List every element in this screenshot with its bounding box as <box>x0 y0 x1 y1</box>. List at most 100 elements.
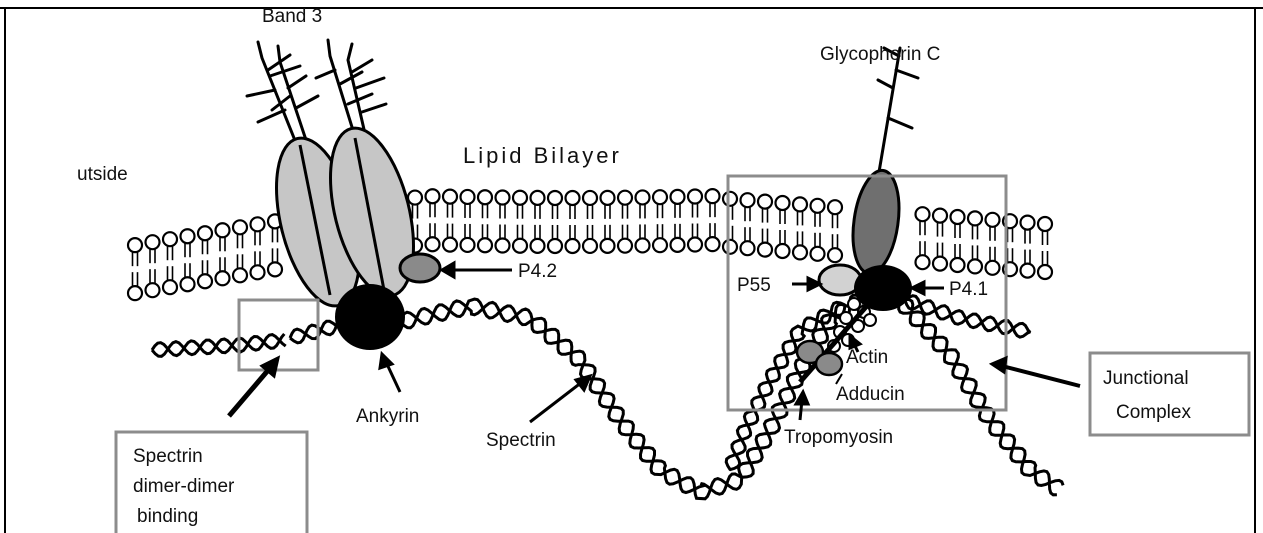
lipid-head <box>933 257 947 271</box>
lipid-head <box>1021 216 1035 230</box>
lipid-head <box>531 191 545 205</box>
lipid-head <box>233 220 247 234</box>
lipid-head <box>181 277 195 291</box>
p42-protein <box>400 254 440 282</box>
label-adducin: Adducin <box>836 384 905 405</box>
lipid-head <box>268 262 282 276</box>
arrow-junctional <box>1002 366 1080 386</box>
label-glycophorin-c: Glycophorin C <box>820 44 940 65</box>
lipid-head <box>251 217 265 231</box>
arrow-dimer <box>229 368 270 416</box>
lipid-head <box>723 240 737 254</box>
spectrin-strand <box>400 295 857 499</box>
lipid-head <box>163 280 177 294</box>
lipid-head <box>688 238 702 252</box>
band3-protein <box>261 120 428 315</box>
lipid-head <box>636 238 650 252</box>
lipid-head <box>216 223 230 237</box>
lipid-head <box>758 195 772 209</box>
lipid-head <box>951 258 965 272</box>
lipid-head <box>478 190 492 204</box>
lipid-head <box>986 261 1000 275</box>
lipid-head <box>1038 265 1052 279</box>
label-tropomyosin: Tropomyosin <box>784 427 893 448</box>
lipid-head <box>128 238 142 252</box>
lipid-head <box>811 199 825 213</box>
lipid-head <box>916 255 930 269</box>
lipid-head <box>1021 264 1035 278</box>
lipid-head <box>128 286 142 300</box>
lipid-head <box>583 191 597 205</box>
lipid-head <box>548 239 562 253</box>
label-p55: P55 <box>737 275 771 296</box>
lipid-head <box>251 265 265 279</box>
lipid-head <box>146 235 160 249</box>
lipid-head <box>776 244 790 258</box>
lipid-head <box>653 190 667 204</box>
lipid-bilayer <box>128 189 1052 300</box>
lipid-head <box>146 283 160 297</box>
lipid-head <box>461 238 475 252</box>
lipid-head <box>811 247 825 261</box>
junctional-box-line-1: Junctional <box>1103 368 1189 389</box>
lipid-head <box>828 200 842 214</box>
label-p42: P4.2 <box>518 261 557 282</box>
lipid-head <box>496 239 510 253</box>
lipid-head <box>443 190 457 204</box>
lipid-head <box>233 268 247 282</box>
lipid-head <box>443 238 457 252</box>
label-outside: utside <box>77 164 128 185</box>
lipid-head <box>216 271 230 285</box>
lipid-head <box>461 190 475 204</box>
lipid-head <box>968 211 982 225</box>
lipid-head <box>688 190 702 204</box>
lipid-head <box>986 213 1000 227</box>
lipid-head <box>1038 217 1052 231</box>
lipid-head <box>601 239 615 253</box>
lipid-head <box>426 189 440 203</box>
lipid-head <box>566 191 580 205</box>
lipid-head <box>513 191 527 205</box>
lipid-head <box>828 248 842 262</box>
junctional-box-line-2: Complex <box>1116 402 1191 423</box>
lipid-head <box>636 190 650 204</box>
lipid-head <box>776 196 790 210</box>
lipid-head <box>408 191 422 205</box>
lipid-head <box>548 191 562 205</box>
spectrin-dimer-box-line-3: binding <box>137 506 198 527</box>
arrow-adducin <box>836 374 842 384</box>
lipid-head <box>181 229 195 243</box>
lipid-head <box>758 243 772 257</box>
label-spectrin: Spectrin <box>486 430 556 451</box>
lipid-head <box>496 191 510 205</box>
lipid-head <box>933 209 947 223</box>
lipid-head <box>653 238 667 252</box>
p41-protein <box>854 265 912 311</box>
lipid-head <box>583 239 597 253</box>
ankyrin-protein <box>335 284 405 350</box>
spectrin-strand <box>900 299 1063 485</box>
lipid-head <box>478 238 492 252</box>
lipid-head <box>618 191 632 205</box>
lipid-head <box>531 239 545 253</box>
lipid-head <box>723 192 737 206</box>
label-p41: P4.1 <box>949 279 988 300</box>
lipid-head <box>706 237 720 251</box>
lipid-head <box>426 237 440 251</box>
lipid-head <box>793 245 807 259</box>
label-actin: Actin <box>846 347 888 368</box>
lipid-head <box>618 239 632 253</box>
label-ankyrin: Ankyrin <box>356 406 419 427</box>
arrow-spectrin <box>530 382 582 422</box>
label-lipid-bilayer: Lipid Bilayer <box>463 143 622 168</box>
lipid-head <box>601 191 615 205</box>
lipid-head <box>968 259 982 273</box>
lipid-head <box>163 232 177 246</box>
lipid-head <box>951 210 965 224</box>
spectrin-dimer-box-line-1: Spectrin <box>133 446 203 467</box>
lipid-head <box>198 274 212 288</box>
lipid-head <box>916 207 930 221</box>
spectrin-dimer-box-line-2: dimer-dimer <box>133 476 235 497</box>
lipid-head <box>793 197 807 211</box>
